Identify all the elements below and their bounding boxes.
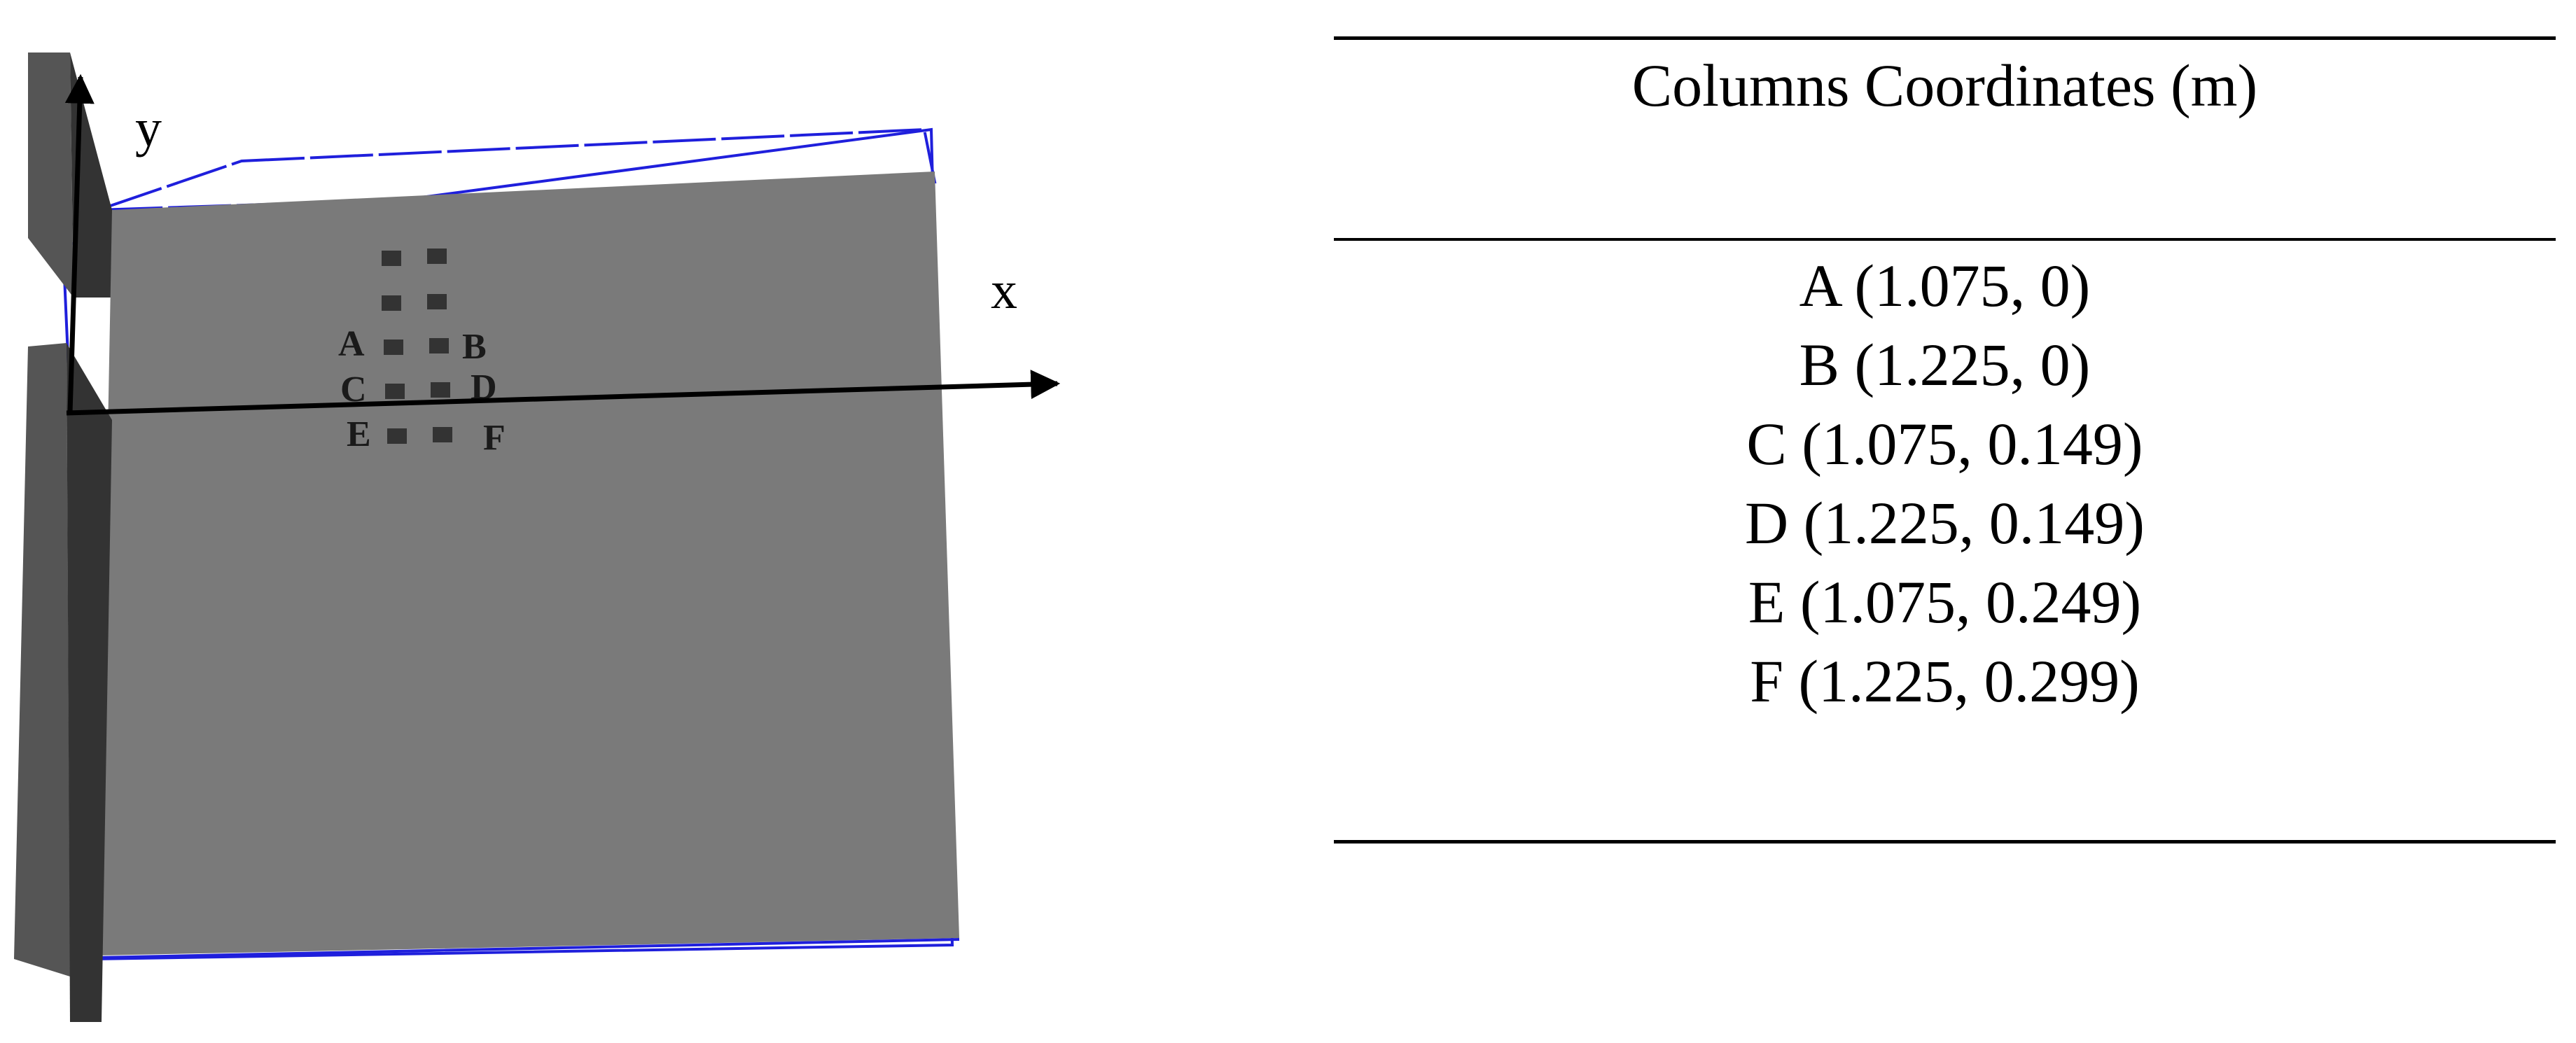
table-row: D (1.225, 0.149) [1745,489,2145,556]
table-bottom-rule [1334,840,2556,844]
column-F-block [433,427,452,442]
column-label-a: A [338,324,365,364]
coordinates-table: A (1.075, 0) B (1.225, 0) C (1.075, 0.14… [1334,246,2556,721]
table-row: B (1.225, 0) [1799,331,2091,398]
x-axis-arrow [66,370,1061,416]
slab [98,172,959,955]
table-header-rule [1334,238,2556,241]
column-C-block [385,384,405,399]
column-block [382,251,401,266]
table-row: E (1.075, 0.249) [1748,568,2142,636]
table-row: F (1.225, 0.299) [1750,648,2140,715]
column-A-block [384,340,403,355]
table-top-rule [1334,36,2556,40]
column-label-b: B [462,327,487,367]
column-block [382,295,401,311]
column-D-block [431,382,450,398]
column-E-block [387,428,407,444]
table-row: A (1.075, 0) [1799,252,2091,319]
column-block [427,248,447,264]
column-label-f: F [483,418,506,458]
column-label-e: E [347,414,371,454]
upper-wall-side [28,52,74,298]
column-B-block [429,338,449,354]
slab-bottom-edge [97,938,960,959]
lower-wall-face [67,343,112,1022]
table-title: Columns Coordinates (m) [1631,52,2258,119]
y-axis-label: y [135,99,162,158]
lower-wall-side [14,343,70,976]
column-block [427,294,447,309]
x-axis-label: x [991,261,1017,320]
table-row: C (1.075, 0.149) [1746,410,2143,477]
column-grid [382,248,452,444]
y-axis-arrow [64,74,95,414]
slab-diagram: A B C D E F x y [14,52,1061,1022]
